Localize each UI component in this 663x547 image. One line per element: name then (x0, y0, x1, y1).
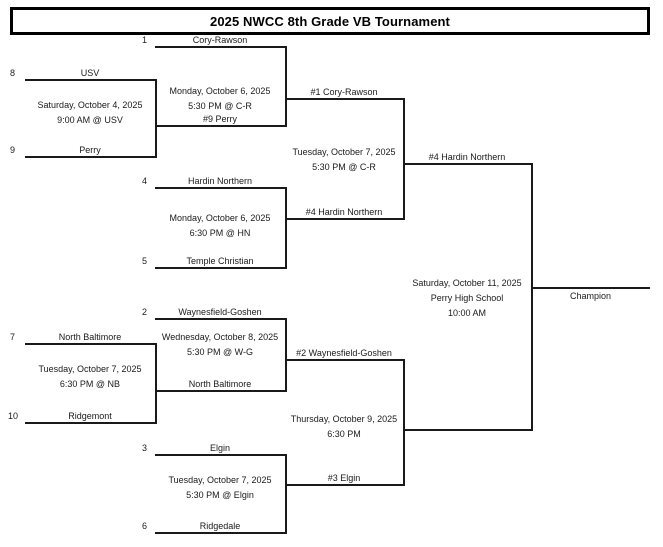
team-ridgemont: Ridgemont (68, 411, 112, 421)
seed-3: 3 (142, 443, 148, 453)
line-1-cory-rawson (285, 98, 403, 100)
game-time-venue: 5:30 PM @ Elgin (186, 490, 254, 500)
game-date: Tuesday, October 7, 2025 (38, 364, 142, 374)
connector-semi-2 (403, 359, 405, 486)
game-info-playin-1: Saturday, October 4, 2025 9:00 AM @ USV (25, 98, 155, 128)
game-time-venue: 5:30 PM @ C-R (188, 101, 252, 111)
line-cory-rawson (155, 46, 285, 48)
seed-7: 7 (10, 332, 16, 342)
team-hardin-northern: Hardin Northern (187, 176, 253, 186)
game-info-final: Saturday, October 11, 2025 Perry High Sc… (403, 276, 531, 321)
game-info-qf-2: Monday, October 6, 2025 6:30 PM @ HN (155, 211, 285, 241)
line-north-baltimore (25, 343, 155, 345)
line-ridgemont (25, 422, 155, 424)
line-hardin-northern (155, 187, 285, 189)
team-north-baltimore: North Baltimore (58, 332, 122, 342)
seed-8: 8 (10, 68, 16, 78)
game-date: Saturday, October 11, 2025 (412, 278, 522, 288)
connector-final (531, 163, 533, 431)
seed-9: 9 (10, 145, 16, 155)
game-time: 10:00 AM (447, 308, 487, 318)
game-date: Monday, October 6, 2025 (169, 213, 271, 223)
game-date: Monday, October 6, 2025 (169, 86, 271, 96)
line-3-elgin (285, 484, 403, 486)
line-9-perry (155, 125, 285, 127)
seed-1: 1 (142, 35, 148, 45)
game-info-semi-1: Tuesday, October 7, 2025 5:30 PM @ C-R (285, 145, 403, 175)
connector-playin-2 (155, 343, 157, 424)
game-info-qf-3: Wednesday, October 8, 2025 5:30 PM @ W-G (155, 330, 285, 360)
game-date: Tuesday, October 7, 2025 (168, 475, 272, 485)
game-time-venue: 5:30 PM @ C-R (312, 162, 376, 172)
game-date: Saturday, October 4, 2025 (37, 100, 143, 110)
team-final-hardin-northern: #4 Hardin Northern (428, 152, 506, 162)
game-time-venue: 5:30 PM @ W-G (187, 347, 253, 357)
connector-qf-2 (285, 187, 287, 269)
game-info-qf-1: Monday, October 6, 2025 5:30 PM @ C-R (155, 84, 285, 114)
seed-4: 4 (142, 176, 148, 186)
team-ridgedale: Ridgedale (199, 521, 241, 531)
line-temple-christian (155, 267, 285, 269)
game-date: Wednesday, October 8, 2025 (161, 332, 279, 342)
seed-6: 6 (142, 521, 148, 531)
team-perry: Perry (79, 145, 101, 155)
line-elgin (155, 454, 285, 456)
game-time-venue: 6:30 PM (327, 429, 361, 439)
seed-10: 10 (8, 411, 19, 421)
team-1-cory-rawson: #1 Cory-Rawson (310, 87, 378, 97)
team-4-hardin-northern: #4 Hardin Northern (305, 207, 383, 217)
line-ridgedale (155, 532, 285, 534)
connector-semi-1 (403, 98, 405, 220)
line-4-hardin-northern (285, 218, 403, 220)
connector-playin-1 (155, 79, 157, 158)
team-elgin: Elgin (209, 443, 230, 453)
connector-qf-3 (285, 318, 287, 392)
line-champion (531, 287, 650, 289)
connector-qf-4 (285, 454, 287, 534)
line-north-baltimore-winner (155, 390, 285, 392)
game-time-venue: 6:30 PM @ NB (59, 379, 121, 389)
line-usv (25, 79, 155, 81)
game-info-semi-2: Thursday, October 9, 2025 6:30 PM (285, 412, 403, 442)
line-final-top (403, 163, 531, 165)
game-info-playin-2: Tuesday, October 7, 2025 6:30 PM @ NB (25, 362, 155, 392)
team-north-baltimore-winner: North Baltimore (188, 379, 252, 389)
line-final-bottom (403, 429, 531, 431)
line-2-waynesfield-goshen (285, 359, 403, 361)
connector-qf-1 (285, 46, 287, 127)
game-date: Thursday, October 9, 2025 (290, 414, 398, 424)
line-perry (25, 156, 155, 158)
team-waynesfield-goshen: Waynesfield-Goshen (178, 307, 262, 317)
team-9-perry: #9 Perry (202, 114, 237, 124)
team-cory-rawson: Cory-Rawson (192, 35, 248, 45)
seed-5: 5 (142, 256, 148, 266)
game-date: Tuesday, October 7, 2025 (292, 147, 396, 157)
game-info-qf-4: Tuesday, October 7, 2025 5:30 PM @ Elgin (155, 473, 285, 503)
line-waynesfield-goshen (155, 318, 285, 320)
team-usv: USV (80, 68, 100, 78)
champion-label: Champion (569, 291, 612, 301)
game-time-venue: 6:30 PM @ HN (189, 228, 251, 238)
team-2-waynesfield-goshen: #2 Waynesfield-Goshen (296, 348, 392, 358)
page-title: 2025 NWCC 8th Grade VB Tournament (210, 13, 450, 29)
team-temple-christian: Temple Christian (186, 256, 254, 266)
game-time-venue: 9:00 AM @ USV (57, 115, 123, 125)
seed-2: 2 (142, 307, 148, 317)
team-3-elgin: #3 Elgin (327, 473, 361, 483)
game-venue: Perry High School (430, 293, 504, 303)
tournament-title-box: 2025 NWCC 8th Grade VB Tournament (10, 7, 650, 35)
